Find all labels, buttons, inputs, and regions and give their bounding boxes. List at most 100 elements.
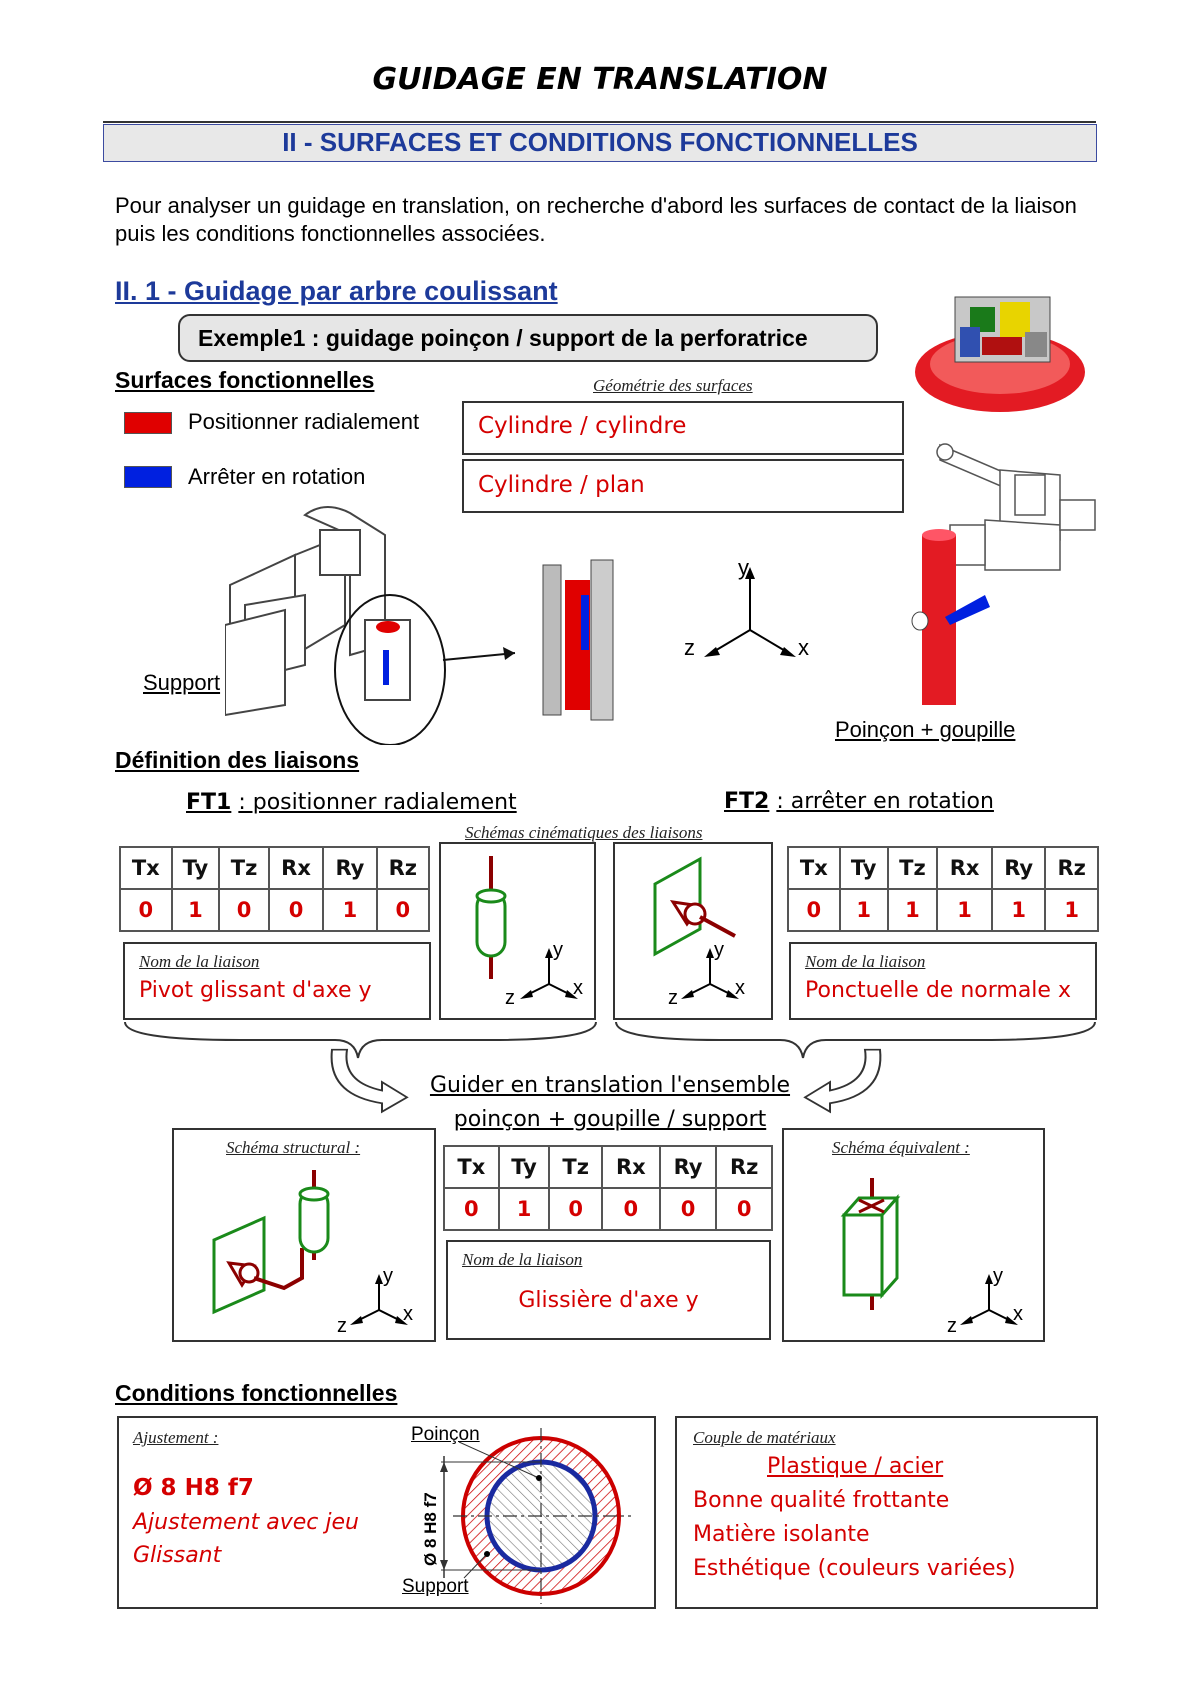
ft2-h: Tx [787, 846, 841, 890]
ft1-name-caption: Nom de la liaison [139, 952, 260, 971]
ft1-h: Ry [322, 846, 378, 890]
dimension-label: Ø 8 H8 f7 [421, 1492, 440, 1566]
ensemble-name-caption: Nom de la liaison [462, 1250, 583, 1269]
fit-value: Ø 8 H8 f7 [133, 1475, 254, 1501]
poincon-label: Poinçon + goupille [835, 717, 1016, 742]
ens-v: 0 [548, 1187, 603, 1231]
ft2-name-box: Nom de la liaison Ponctuelle de normale … [789, 942, 1097, 1020]
schemas-caption: Schémas cinématiques des liaisons [465, 823, 703, 842]
page-title: GUIDAGE EN TRANSLATION [372, 62, 828, 97]
ft2-text: : arrêter en rotation [776, 789, 994, 814]
mechanism-image [936, 443, 1096, 571]
ensemble-name: Glissière d'axe y [518, 1288, 699, 1313]
title-rule [103, 121, 1096, 123]
svg-text:z: z [947, 1315, 957, 1337]
svg-text:z: z [668, 987, 678, 1009]
svg-text:z: z [505, 987, 515, 1009]
intro-text: Pour analyser un guidage en translation,… [115, 193, 1077, 246]
svg-text:y: y [993, 1265, 1003, 1287]
ft1-text: : positionner radialement [238, 790, 517, 815]
ft2-name: Ponctuelle de normale x [805, 978, 1071, 1003]
material-point-1: Bonne qualité frottante [693, 1488, 950, 1513]
svg-text:y: y [714, 939, 724, 961]
equivalent-caption: Schéma équivalent : [832, 1138, 970, 1157]
ft2-h: Ry [990, 846, 1047, 890]
ensemble-line-2: poinçon + goupille / support [453, 1107, 767, 1132]
ens-h: Ty [497, 1145, 551, 1189]
perforatrice-image [915, 296, 1085, 412]
surface-label-2: Arrêter en rotation [188, 464, 366, 489]
ft1-v: 0 [267, 888, 325, 932]
ens-v: 0 [600, 1187, 661, 1231]
svg-text:z: z [337, 1315, 347, 1337]
ft1-title: FT1 : positionner radialement [186, 790, 517, 815]
ens-v: 0 [443, 1187, 500, 1231]
poincon-callout: Poinçon [411, 1424, 480, 1445]
ft2-h: Ty [838, 846, 889, 890]
support-drawing [225, 506, 614, 745]
svg-text:x: x [573, 977, 583, 999]
schema-pivot-glissant: y x z [439, 842, 596, 1020]
material-point-2: Matière isolante [693, 1522, 870, 1547]
schema-ponctuelle: y x z [613, 842, 773, 1020]
ft1-v: 0 [218, 888, 270, 932]
support-callout: Support [402, 1576, 469, 1597]
ft1-code: FT1 [186, 790, 232, 815]
ft2-v: 1 [886, 888, 939, 932]
example-label: Exemple1 : guidage poinçon / support de … [198, 325, 808, 351]
geometry-box-1: Cylindre / cylindre [462, 401, 904, 455]
ens-v: 1 [497, 1187, 551, 1231]
ft1-v: 1 [322, 888, 378, 932]
ft2-v: 0 [787, 888, 841, 932]
liaisons-heading: Définition des liaisons [115, 747, 360, 773]
swatch-blue [124, 466, 172, 488]
svg-text:x: x [1013, 1303, 1023, 1325]
materials-title: Plastique / acier [767, 1454, 944, 1479]
grouping-braces [124, 1021, 1096, 1114]
geometry-value-2: Cylindre / plan [478, 472, 645, 498]
structural-caption: Schéma structural : [226, 1138, 361, 1157]
axis-z-label: z [684, 635, 695, 660]
ens-h: Tz [548, 1145, 603, 1189]
ft1-v: 0 [119, 888, 173, 932]
ft1-name: Pivot glissant d'axe y [139, 978, 372, 1003]
ens-v: 0 [658, 1187, 718, 1231]
ft1-h: Tx [119, 846, 173, 890]
ft1-h: Rz [375, 846, 431, 890]
fit-qualifier: Glissant [133, 1543, 222, 1568]
ens-h: Rx [600, 1145, 661, 1189]
ft2-title: FT2 : arrêter en rotation [724, 789, 994, 814]
ft1-h: Tz [218, 846, 270, 890]
schema-equivalent: Schéma équivalent : y x z [782, 1128, 1045, 1342]
ft2-name-caption: Nom de la liaison [805, 952, 926, 971]
axis-y-label: y [738, 555, 749, 580]
example-box: Exemple1 : guidage poinçon / support de … [178, 314, 878, 362]
ensemble-name-box: Nom de la liaison Glissière d'axe y [446, 1240, 771, 1340]
conditions-heading: Conditions fonctionnelles [115, 1380, 398, 1406]
ajustement-caption: Ajustement : [133, 1428, 219, 1447]
geometry-value-1: Cylindre / cylindre [478, 413, 687, 439]
ensemble-line-1: Guider en translation l'ensemble [429, 1073, 791, 1098]
section-title: II - SURFACES ET CONDITIONS FONCTIONNELL… [282, 127, 918, 157]
svg-text:x: x [735, 977, 745, 999]
svg-text:y: y [383, 1265, 393, 1287]
ft2-code: FT2 [724, 789, 770, 814]
ft2-v: 1 [1044, 888, 1099, 932]
ft1-h: Ty [170, 846, 221, 890]
ens-v: 0 [715, 1187, 773, 1231]
ft1-name-box: Nom de la liaison Pivot glissant d'axe y [123, 942, 431, 1020]
ft2-h: Rx [936, 846, 993, 890]
poincon-drawing [911, 529, 990, 705]
ens-h: Rz [715, 1145, 773, 1189]
geometry-caption: Géométrie des surfaces [593, 376, 753, 395]
ft2-v: 1 [838, 888, 889, 932]
ft2-v: 1 [990, 888, 1047, 932]
ft2-h: Tz [886, 846, 939, 890]
schema-structural: Schéma structural : y x z [172, 1128, 436, 1342]
swatch-red [124, 412, 172, 434]
ft1-h: Rx [267, 846, 325, 890]
surfaces-heading: Surfaces fonctionnelles [115, 367, 375, 393]
geometry-box-2: Cylindre / plan [462, 459, 904, 513]
